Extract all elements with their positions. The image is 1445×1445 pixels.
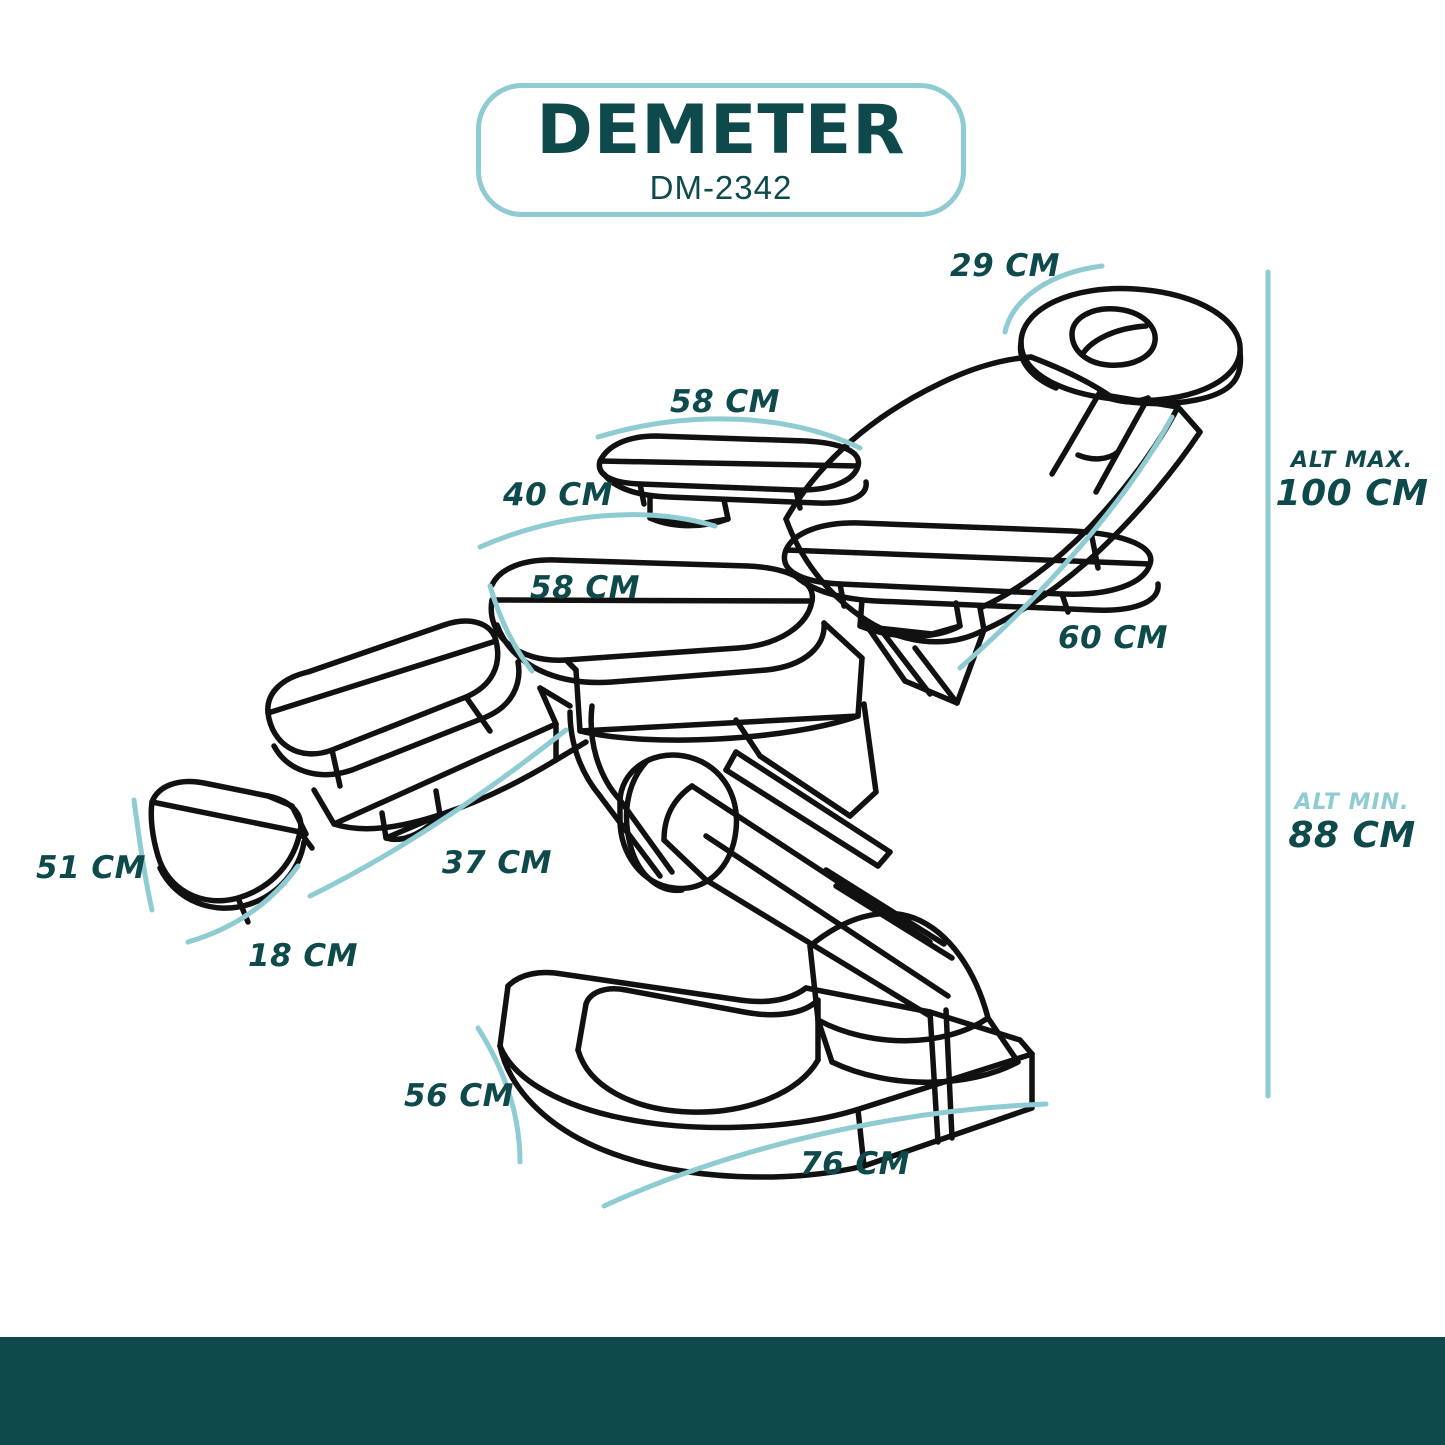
dim-line-51 [131,797,155,913]
dim-arc-58-seat [487,583,535,674]
product-title-badge: DEMETER DM-2342 [476,83,966,217]
dim-arc-58-backrest [595,416,863,451]
armrest-upper [596,433,869,529]
seat-cushion [488,557,865,743]
pedestal-column [567,701,955,1019]
product-name: DEMETER [536,90,906,170]
dimension-label-18cm: 18 CM [248,938,359,974]
dimension-label-37cm: 37 CM [442,845,553,881]
foot-rest [148,778,315,925]
dim-arc-18 [185,863,301,945]
alt-min-caption: ALT MIN. [1294,790,1410,815]
alt-max-block: ALT MAX. 100 CM [1272,448,1432,515]
leg-rest-pad [265,618,522,789]
product-model-code: DM-2342 [649,168,793,206]
alt-min-block: ALT MIN. 88 CM [1272,790,1432,857]
alt-min-value: 88 CM [1288,815,1416,857]
dimension-label-56cm: 56 CM [404,1078,515,1114]
dim-arc-76 [601,1101,1049,1209]
dimension-label-58cm-backrest: 58 CM [670,384,781,420]
dim-arc-56 [475,1025,523,1165]
dimension-label-51cm: 51 CM [36,850,147,886]
dimension-label-29cm: 29 CM [950,248,1061,284]
dimension-label-76cm: 76 CM [800,1146,911,1182]
dim-arc-37 [307,727,569,899]
dim-arc-40 [477,512,718,550]
dim-line-60 [957,414,1175,671]
rear-motor-housing [807,910,1021,1085]
base-platform [497,969,1035,1180]
dimension-label-40cm: 40 CM [503,477,614,513]
alt-max-caption: ALT MAX. [1290,448,1414,473]
footer-bar [0,1337,1445,1445]
dim-arc-29 [1002,263,1105,335]
headrest-cushion [1017,285,1244,407]
leg-rest-frame [311,685,589,843]
dimension-label-58cm-seat: 58 CM [530,570,641,606]
dimension-label-60cm: 60 CM [1058,620,1169,656]
alt-max-value: 100 CM [1275,473,1429,515]
